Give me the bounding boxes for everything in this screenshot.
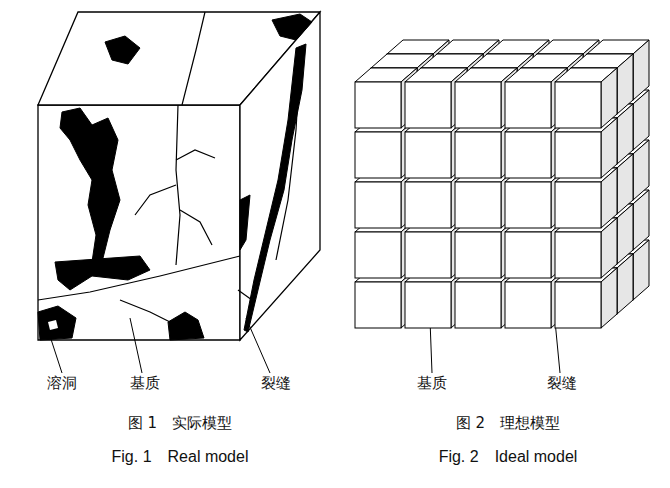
fractures: [38, 12, 300, 322]
matrix-label: 基质: [130, 374, 160, 392]
vugs: [38, 14, 312, 340]
fracture-label: 裂缝: [261, 374, 291, 392]
ideal-model-cubes: [355, 40, 649, 328]
matrix-label: 基质: [417, 374, 447, 392]
figure-caption-en: Fig. 1 Real model: [112, 448, 249, 466]
fracture-label: 裂缝: [547, 374, 577, 392]
matrix-cube: [555, 68, 617, 128]
figure-caption: 图 1 实际模型: [128, 414, 232, 432]
vug-label: 溶洞: [47, 374, 77, 392]
figure-caption-en: Fig. 2 Ideal model: [439, 448, 578, 466]
figure-caption: 图 2 理想模型: [456, 414, 560, 432]
real-model-cube: [38, 12, 320, 340]
